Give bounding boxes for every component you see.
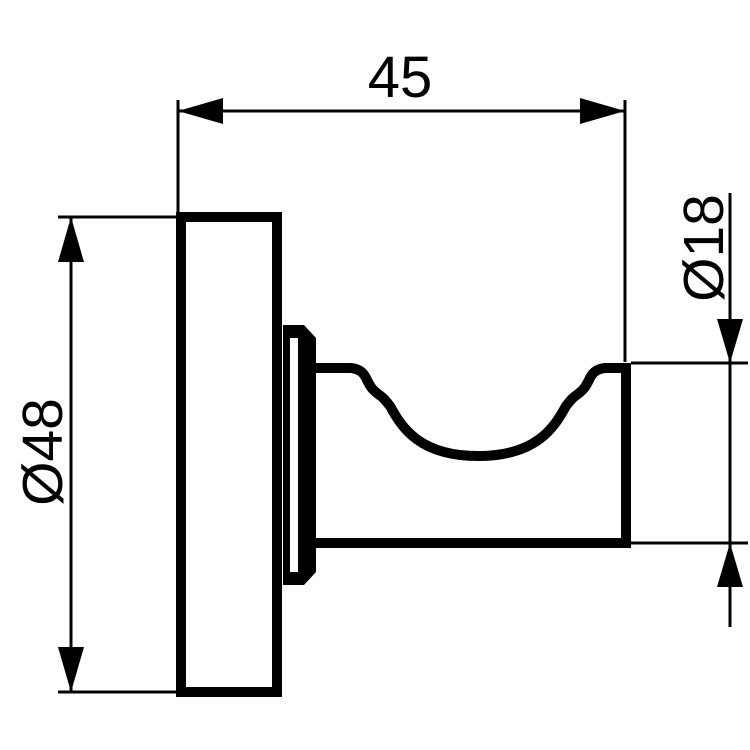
hook-arm-profile xyxy=(316,363,631,548)
mounting-collar-outline xyxy=(283,325,316,585)
wall-plate xyxy=(176,212,282,697)
arrowhead-up-icon xyxy=(717,543,743,587)
arrowhead-down-icon xyxy=(58,647,84,692)
arrowhead-left-icon xyxy=(178,98,223,124)
arrowhead-down-icon xyxy=(717,319,743,363)
mounting-collar xyxy=(283,325,316,585)
dimension-diameter-18: Ø18 xyxy=(631,193,748,627)
dimension-label-arm-diameter: Ø18 xyxy=(672,194,736,302)
wall-plate-outline xyxy=(176,212,282,697)
dimension-diameter-48: Ø48 xyxy=(11,215,176,694)
dimension-label-width: 45 xyxy=(368,45,433,110)
hook-arm xyxy=(316,363,631,548)
arrowhead-right-icon xyxy=(580,98,625,124)
arrowhead-up-icon xyxy=(58,217,84,262)
dimension-label-plate-diameter: Ø48 xyxy=(11,398,75,506)
dimension-width-45: 45 xyxy=(176,45,627,362)
